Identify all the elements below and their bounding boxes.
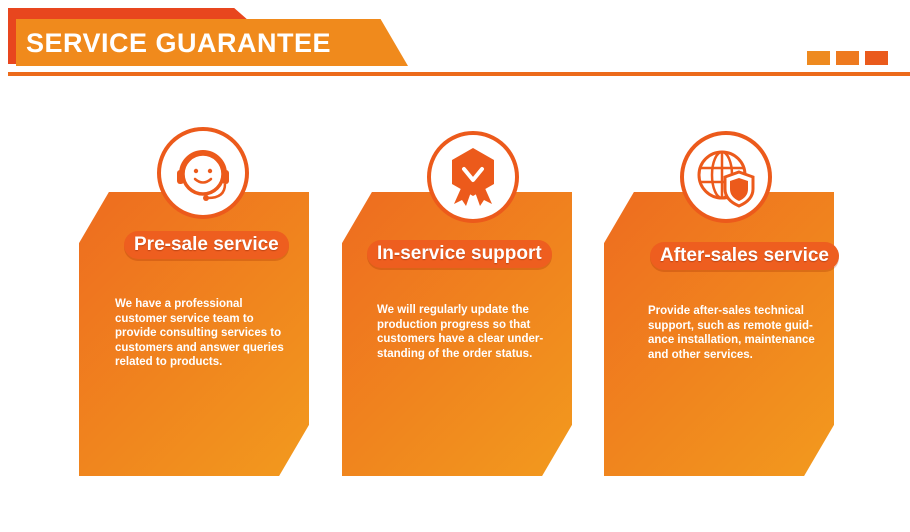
card-desc-pre-sale: We have a professional customer service … <box>115 297 284 370</box>
decor-square-1 <box>807 51 830 65</box>
service-card-in-service <box>342 192 572 476</box>
desc-line: and other services. <box>648 348 753 361</box>
desc-line: We will regularly update the <box>377 304 529 316</box>
card-title-after-sales: After-sales service <box>650 242 839 270</box>
desc-line: related to products. <box>115 356 223 368</box>
desc-line: production progress so that <box>377 318 531 331</box>
desc-line: customers have a clear under- <box>377 333 544 345</box>
card-desc-after-sales: Provide after-sales technical support, s… <box>648 304 815 362</box>
desc-line: provide consulting services to <box>115 327 282 339</box>
card-title-pre-sale: Pre-sale service <box>124 231 289 259</box>
desc-line: We have a professional <box>115 298 243 310</box>
card-title-in-service: In-service support <box>367 240 552 268</box>
desc-line: customers and answer queries <box>115 341 284 354</box>
header-ribbon-front <box>16 19 408 66</box>
check-badge-icon <box>427 131 519 223</box>
desc-line: customer service team to <box>115 312 254 325</box>
desc-line: Provide after-sales technical <box>648 305 804 317</box>
desc-line: standing of the order status. <box>377 347 533 360</box>
desc-line: ance installation, maintenance <box>648 334 815 346</box>
page-title: SERVICE GUARANTEE <box>26 28 332 58</box>
service-card-after-sales <box>604 192 834 476</box>
headset-smiley-icon <box>157 127 249 219</box>
card-desc-in-service: We will regularly update the production … <box>377 303 543 361</box>
globe-shield-icon <box>680 131 772 223</box>
desc-line: support, such as remote guid- <box>648 319 813 332</box>
decor-square-2 <box>836 51 859 65</box>
header-divider <box>8 72 910 76</box>
decor-square-3 <box>865 51 888 65</box>
